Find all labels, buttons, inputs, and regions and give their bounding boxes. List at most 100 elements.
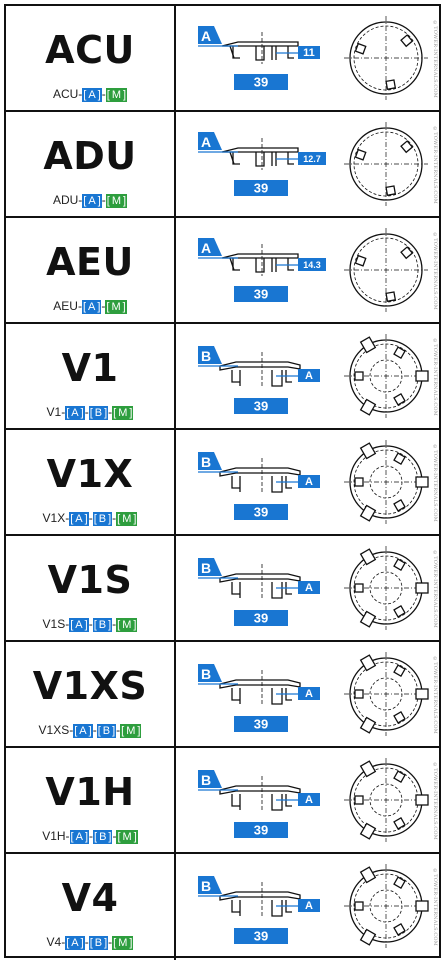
diameter-dimension-label: 39 xyxy=(254,717,268,732)
tag-bracket: [ xyxy=(92,618,98,632)
height-dimension: A xyxy=(276,581,320,594)
part-number-prefix: ACU- xyxy=(52,87,83,101)
diameter-dimension-label: 39 xyxy=(254,399,268,414)
diameter-dimension-label: 39 xyxy=(254,287,268,302)
tag-bracket: [ xyxy=(65,936,71,950)
side-view-drawing xyxy=(219,670,301,706)
part-number-separator: - xyxy=(112,829,117,843)
tag-bracket: ] xyxy=(136,724,142,738)
part-number: ADU-[A]-[M] xyxy=(6,192,174,208)
valve-style-flag-label: B xyxy=(201,772,211,788)
tag-bracket: ] xyxy=(79,936,85,950)
side-view-drawing xyxy=(219,458,301,494)
tag-bracket: ] xyxy=(107,618,113,632)
valve-code: V1S xyxy=(47,558,133,602)
watermark-text: ©TOWER-INTERNALS.COM xyxy=(432,338,438,416)
part-number: V1X-[A]-[B]-[M] xyxy=(6,510,174,526)
valve-style-flag: B xyxy=(198,346,238,367)
option-tag-b: B xyxy=(98,830,108,844)
part-number-separator: - xyxy=(84,935,89,949)
tag-bracket: ] xyxy=(128,936,134,950)
tag-bracket: [ xyxy=(88,406,94,420)
part-number-separator: - xyxy=(88,617,93,631)
diameter-dimension-label: 39 xyxy=(254,505,268,520)
diameter-dimension-label: 39 xyxy=(254,611,268,626)
valve-style-flag: B xyxy=(198,876,238,897)
valve-code: V1X xyxy=(46,452,134,496)
tag-bracket: ] xyxy=(83,830,90,844)
tag-bracket: [ xyxy=(73,724,79,738)
option-tag-m: M xyxy=(117,936,129,950)
tag-bracket: ] xyxy=(121,88,128,102)
option-tag-m: M xyxy=(110,88,122,102)
part-number-prefix: V1- xyxy=(46,405,66,419)
diameter-dimension: 39 xyxy=(234,928,288,944)
top-view-drawing xyxy=(344,16,428,100)
part-number-separator: - xyxy=(116,723,121,737)
valve-style-flag: A xyxy=(198,26,238,47)
tag-bracket: ] xyxy=(128,406,134,420)
watermark-text: ©TOWER-INTERNALS.COM xyxy=(432,762,438,840)
diameter-dimension-label: 39 xyxy=(254,929,268,944)
top-view-drawing xyxy=(344,122,428,206)
valve-style-flag: A xyxy=(198,132,238,153)
height-dimension: 14.3 xyxy=(276,258,326,271)
top-view-drawing xyxy=(344,546,429,630)
tag-bracket: ] xyxy=(103,406,109,420)
diameter-dimension: 39 xyxy=(234,398,288,414)
tag-bracket: ] xyxy=(121,194,128,208)
tag-bracket: [ xyxy=(81,300,88,314)
tag-bracket: [ xyxy=(112,936,118,950)
side-view-drawing xyxy=(219,352,301,388)
tag-bracket: [ xyxy=(116,830,122,844)
tag-bracket: ] xyxy=(83,618,89,632)
side-view-drawing xyxy=(219,564,301,600)
part-number-separator: - xyxy=(84,405,89,419)
tag-bracket: ] xyxy=(96,88,102,102)
tag-bracket: [ xyxy=(120,724,126,738)
top-view-drawing xyxy=(344,758,429,842)
option-tag-m: M xyxy=(121,830,133,844)
option-tag-a: A xyxy=(74,830,84,844)
tag-bracket: [ xyxy=(105,300,111,314)
height-dimension: A xyxy=(276,687,320,700)
valve-style-flag-label: A xyxy=(201,134,211,150)
part-number-separator: - xyxy=(89,829,94,843)
top-view-drawing xyxy=(344,440,429,524)
valve-code: ACU xyxy=(45,28,135,72)
part-number: V1S-[A]-[B]-[M] xyxy=(6,616,174,632)
valve-drawing: A14.339 xyxy=(198,228,428,312)
tag-bracket: ] xyxy=(132,618,138,632)
part-number-prefix: V1S- xyxy=(42,617,70,631)
valve-style-flag-label: A xyxy=(201,28,211,44)
diameter-dimension: 39 xyxy=(234,504,288,520)
height-dimension-label: A xyxy=(305,688,313,700)
valve-style-flag-label: B xyxy=(201,878,211,894)
part-number-separator: - xyxy=(101,87,106,101)
watermark-text: ©TOWER-INTERNALS.COM xyxy=(432,656,438,734)
diameter-dimension: 39 xyxy=(234,74,288,90)
option-tag-m: M xyxy=(121,512,133,526)
height-dimension-label: A xyxy=(305,582,313,594)
valve-style-flag-label: B xyxy=(201,666,211,682)
tag-bracket: [ xyxy=(105,194,111,208)
diameter-dimension: 39 xyxy=(234,716,288,732)
diameter-dimension-label: 39 xyxy=(254,823,268,838)
option-tag-b: B xyxy=(93,936,104,950)
top-view-drawing xyxy=(344,228,428,312)
watermark-text: ©TOWER-INTERNALS.COM xyxy=(432,20,438,98)
tag-bracket: [ xyxy=(112,406,118,420)
